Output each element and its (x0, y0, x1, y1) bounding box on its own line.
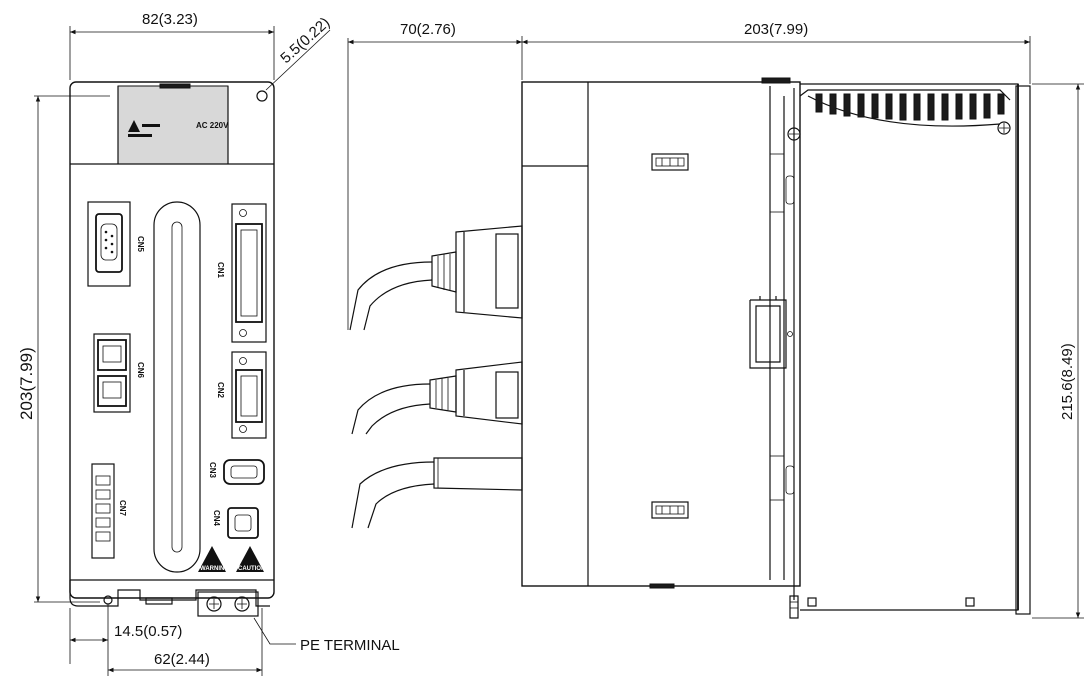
side-screw-top-left (787, 127, 801, 141)
dim-front-width: 82(3.23) (142, 11, 198, 28)
svg-text:CAUTION: CAUTION (238, 566, 265, 572)
cn5-connector: CN5 (87, 201, 145, 287)
dim-side-height: 215.6(8.49) (1059, 343, 1076, 420)
dim-cable-clearance: 70(2.76) (400, 21, 456, 38)
dim-front-height: 203(7.99) (17, 347, 36, 420)
side-view (349, 77, 1031, 619)
cn4-label: CN4 (212, 510, 221, 527)
cn2-label: CN2 (216, 382, 225, 399)
svg-text:WARNING: WARNING (200, 566, 229, 572)
side-slot-bottom (651, 501, 689, 519)
caution-triangle-icon: CAUTION (236, 546, 265, 572)
cn3-label: CN3 (208, 462, 217, 479)
heatsink-body (800, 83, 1019, 611)
mounting-hole-top (256, 90, 268, 102)
cable-cn2 (351, 361, 523, 435)
warning-triangle-icon: WARNING (198, 546, 229, 572)
pe-terminal-label: PE TERMINAL (300, 637, 400, 654)
dim-mount-spacing: 62(2.44) (154, 651, 210, 668)
brand-logo (128, 120, 160, 137)
cn1-label: CN1 (216, 262, 225, 279)
dim-side-depth: 203(7.99) (744, 21, 808, 38)
cn1-connector: CN1 (216, 203, 267, 343)
side-dimensions: 70(2.76) 203(7.99) 215.6(8.49) (347, 21, 1084, 619)
cn6-connector: CN6 (93, 333, 145, 413)
cable-cn3 (351, 457, 523, 529)
voltage-label: AC 220V (196, 121, 229, 130)
cn6-label: CN6 (136, 362, 145, 379)
front-dimensions: 82(3.23) 5.5(0.22) 203(7.99) 14.5(0.57) … (17, 11, 400, 676)
side-screw-bottom (789, 595, 799, 619)
cn3-connector: CN3 (208, 459, 265, 485)
dim-hole-diameter: 5.5(0.22) (277, 14, 333, 67)
heatsink-fins (815, 93, 1005, 121)
cable-cn1 (349, 225, 523, 331)
side-screw-top-right (997, 121, 1011, 135)
cn2-connector: CN2 (216, 351, 267, 439)
pe-terminal (197, 591, 259, 617)
cn7-label: CN7 (118, 500, 127, 517)
front-view: AC 220V CN5 CN1 (69, 81, 275, 617)
cn5-label: CN5 (136, 236, 145, 253)
side-slot-top (651, 153, 689, 171)
dim-mount-offset: 14.5(0.57) (114, 623, 182, 640)
cn4-connector: CN4 (212, 507, 259, 539)
cn7-connector: CN7 (91, 463, 127, 559)
vent-slot (153, 201, 201, 573)
